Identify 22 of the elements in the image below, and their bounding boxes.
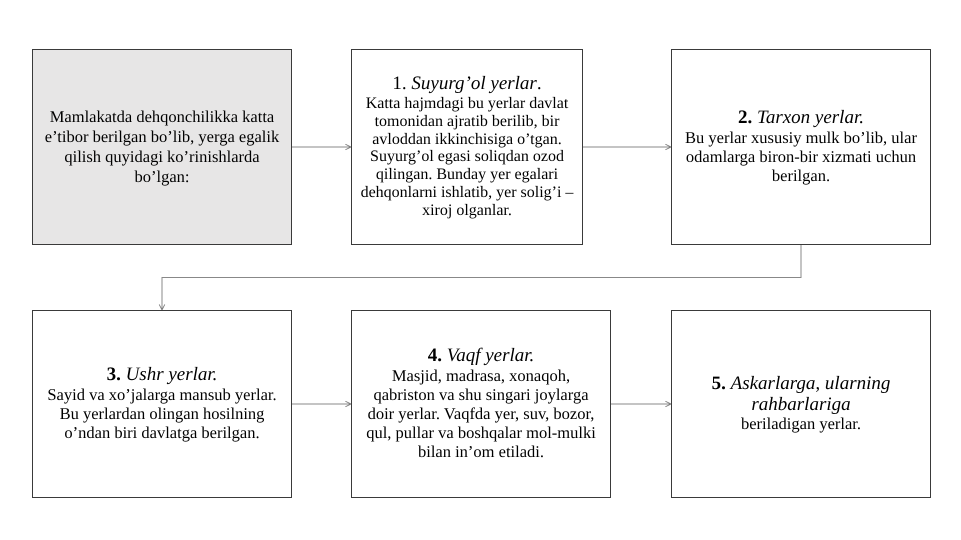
- arrow: [292, 400, 352, 408]
- text-box: [32, 310, 292, 498]
- description: Masjid, madrasa, xonaqoh, qabriston va shu singari joylarga doir yerlar. Vaqfda yer, suv, bozor, qul, pullar va boshqalar mol-mulki bilan in’om etiladi.: [365, 367, 597, 462]
- arrow: [582, 144, 672, 150]
- text-box: [671, 310, 931, 498]
- description: Mamlakatda dehqonchilikka katta e’tibor berilgan bo’lib, yerga egalik qilish quyidagi ko’rinishlarda bo’lgan:: [44, 107, 280, 187]
- text-box: [671, 49, 931, 245]
- heading: 4. Vaqf yerlar.: [428, 346, 534, 368]
- text-box: [351, 310, 611, 498]
- heading: 3. Ushr yerlar.: [106, 365, 218, 386]
- description: Katta hajmdagi bu yerlar davlat tomonidan ajratib berilib, bir avloddan ikkinchisiga o’tgan. Suyurg’ol egasi soliqdan ozod qilingan. Bunday yer egalari dehqonlarni ishlatib, yer solig’i – xiroj olganlar.: [360, 94, 574, 220]
- heading: 5. Askarlarga, ularning rahbarlariga: [710, 374, 892, 416]
- description: Sayid va xo’jalarga mansub yerlar. Bu yerlardan olingan hosilning o’ndan biri davlatga berilgan.: [46, 386, 278, 443]
- description: beriladigan yerlar.: [740, 415, 862, 434]
- arrow: [158, 244, 802, 310]
- heading: 1. Suyurg’ol yerlar.: [392, 74, 542, 95]
- arrow: [610, 400, 672, 408]
- text-box: [32, 49, 292, 245]
- arrow: [292, 144, 352, 150]
- description: Bu yerlar xususiy mulk bo’lib, ular odamlarga biron-bir xizmati uchun berilgan.: [684, 128, 918, 186]
- text-box: [351, 49, 583, 245]
- heading: 2. Tarxon yerlar.: [738, 108, 864, 129]
